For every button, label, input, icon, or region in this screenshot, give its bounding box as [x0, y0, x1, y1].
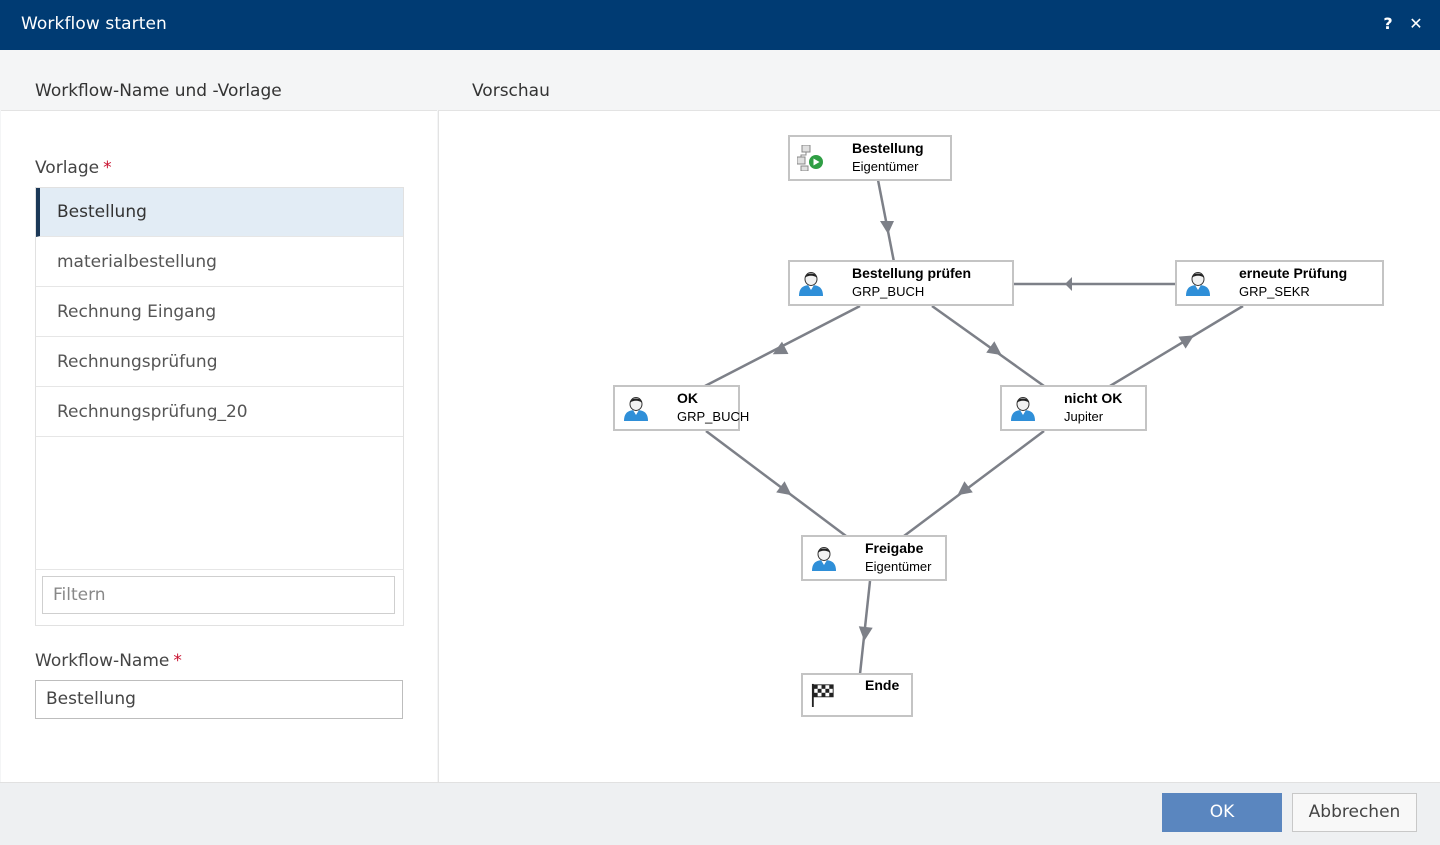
- node-title: Freigabe: [865, 540, 924, 556]
- left-panel: Vorlage* Bestellung materialbestellung R…: [1, 110, 437, 783]
- arrow-icon: [772, 341, 789, 355]
- edge-ok-release: [705, 430, 847, 537]
- arrow-icon: [880, 221, 894, 234]
- arrow-icon: [1065, 277, 1072, 291]
- template-list-item[interactable]: Rechnungsprüfung: [36, 338, 403, 387]
- filter-area: Filtern: [35, 569, 404, 626]
- node-title: OK: [677, 390, 698, 406]
- template-list: Bestellung materialbestellung Rechnung E…: [35, 187, 404, 626]
- section-heading-name-template: Workflow-Name und -Vorlage: [35, 81, 282, 101]
- arrow-icon: [858, 626, 873, 641]
- dialog-titlebar: Workflow starten ? ✕: [0, 0, 1440, 50]
- node-start[interactable]: Bestellung Eigentümer: [788, 135, 952, 181]
- node-recheck[interactable]: erneute Prüfung GRP_SEKR: [1175, 260, 1384, 306]
- node-subtitle: Eigentümer: [865, 559, 932, 574]
- node-check[interactable]: Bestellung prüfen GRP_BUCH: [788, 260, 1014, 306]
- workflow-name-label-text: Workflow-Name: [35, 651, 170, 671]
- section-heading-preview: Vorschau: [472, 81, 550, 101]
- template-item-label: materialbestellung: [57, 252, 217, 272]
- node-title: erneute Prüfung: [1239, 265, 1347, 281]
- template-item-label: Rechnungsprüfung_20: [57, 402, 248, 422]
- node-subtitle: GRP_BUCH: [852, 284, 924, 299]
- node-box: [1175, 260, 1384, 306]
- edge-check-notok: [931, 304, 1045, 388]
- template-label-text: Vorlage: [35, 158, 100, 178]
- node-subtitle: Eigentümer: [852, 159, 919, 174]
- help-button[interactable]: ?: [1383, 14, 1393, 33]
- workflow-name-input[interactable]: Bestellung: [35, 680, 403, 719]
- workflow-name-label: Workflow-Name*: [35, 651, 182, 671]
- template-label: Vorlage*: [35, 158, 112, 178]
- template-item-label: Rechnungsprüfung: [57, 352, 218, 372]
- required-marker: *: [173, 651, 182, 671]
- node-title: nicht OK: [1064, 390, 1122, 406]
- node-title: Bestellung: [852, 140, 924, 156]
- template-item-label: Bestellung: [57, 202, 147, 222]
- node-subtitle: GRP_BUCH: [677, 409, 749, 424]
- edges: [704, 179, 1244, 675]
- preview-panel: Bestellung Eigentümer Bestellung prüfen …: [438, 110, 1440, 783]
- filter-input[interactable]: Filtern: [42, 576, 395, 614]
- dialog-footer: OK Abbrechen: [0, 782, 1440, 845]
- template-item-label: Rechnung Eingang: [57, 302, 217, 322]
- arrow-icon: [776, 481, 792, 496]
- required-marker: *: [103, 158, 112, 178]
- edge-notok-recheck: [1109, 304, 1244, 388]
- close-button[interactable]: ✕: [1409, 14, 1423, 33]
- arrow-icon: [957, 481, 973, 496]
- node-subtitle: GRP_SEKR: [1239, 284, 1310, 299]
- node-ok[interactable]: OK GRP_BUCH: [613, 385, 749, 431]
- template-list-item[interactable]: Bestellung: [36, 188, 403, 237]
- arrow-icon: [986, 341, 1002, 356]
- node-box: [788, 135, 952, 181]
- node-end[interactable]: Ende: [801, 673, 913, 717]
- edge-notok-release: [903, 430, 1045, 537]
- template-list-item[interactable]: materialbestellung: [36, 238, 403, 287]
- node-title: Bestellung prüfen: [852, 265, 971, 281]
- arrow-icon: [1178, 335, 1195, 349]
- template-list-item[interactable]: Rechnung Eingang: [36, 288, 403, 337]
- workflow-preview-graph: Bestellung Eigentümer Bestellung prüfen …: [613, 135, 1384, 717]
- node-notok[interactable]: nicht OK Jupiter: [1000, 385, 1147, 431]
- node-title: Ende: [865, 677, 899, 693]
- template-list-item[interactable]: Rechnungsprüfung_20: [36, 388, 403, 437]
- node-subtitle: Jupiter: [1064, 409, 1104, 424]
- node-release[interactable]: Freigabe Eigentümer: [801, 535, 947, 581]
- node-box: [788, 260, 1014, 306]
- dialog-title: Workflow starten: [21, 14, 167, 34]
- cancel-button[interactable]: Abbrechen: [1292, 793, 1417, 832]
- ok-button[interactable]: OK: [1162, 793, 1282, 832]
